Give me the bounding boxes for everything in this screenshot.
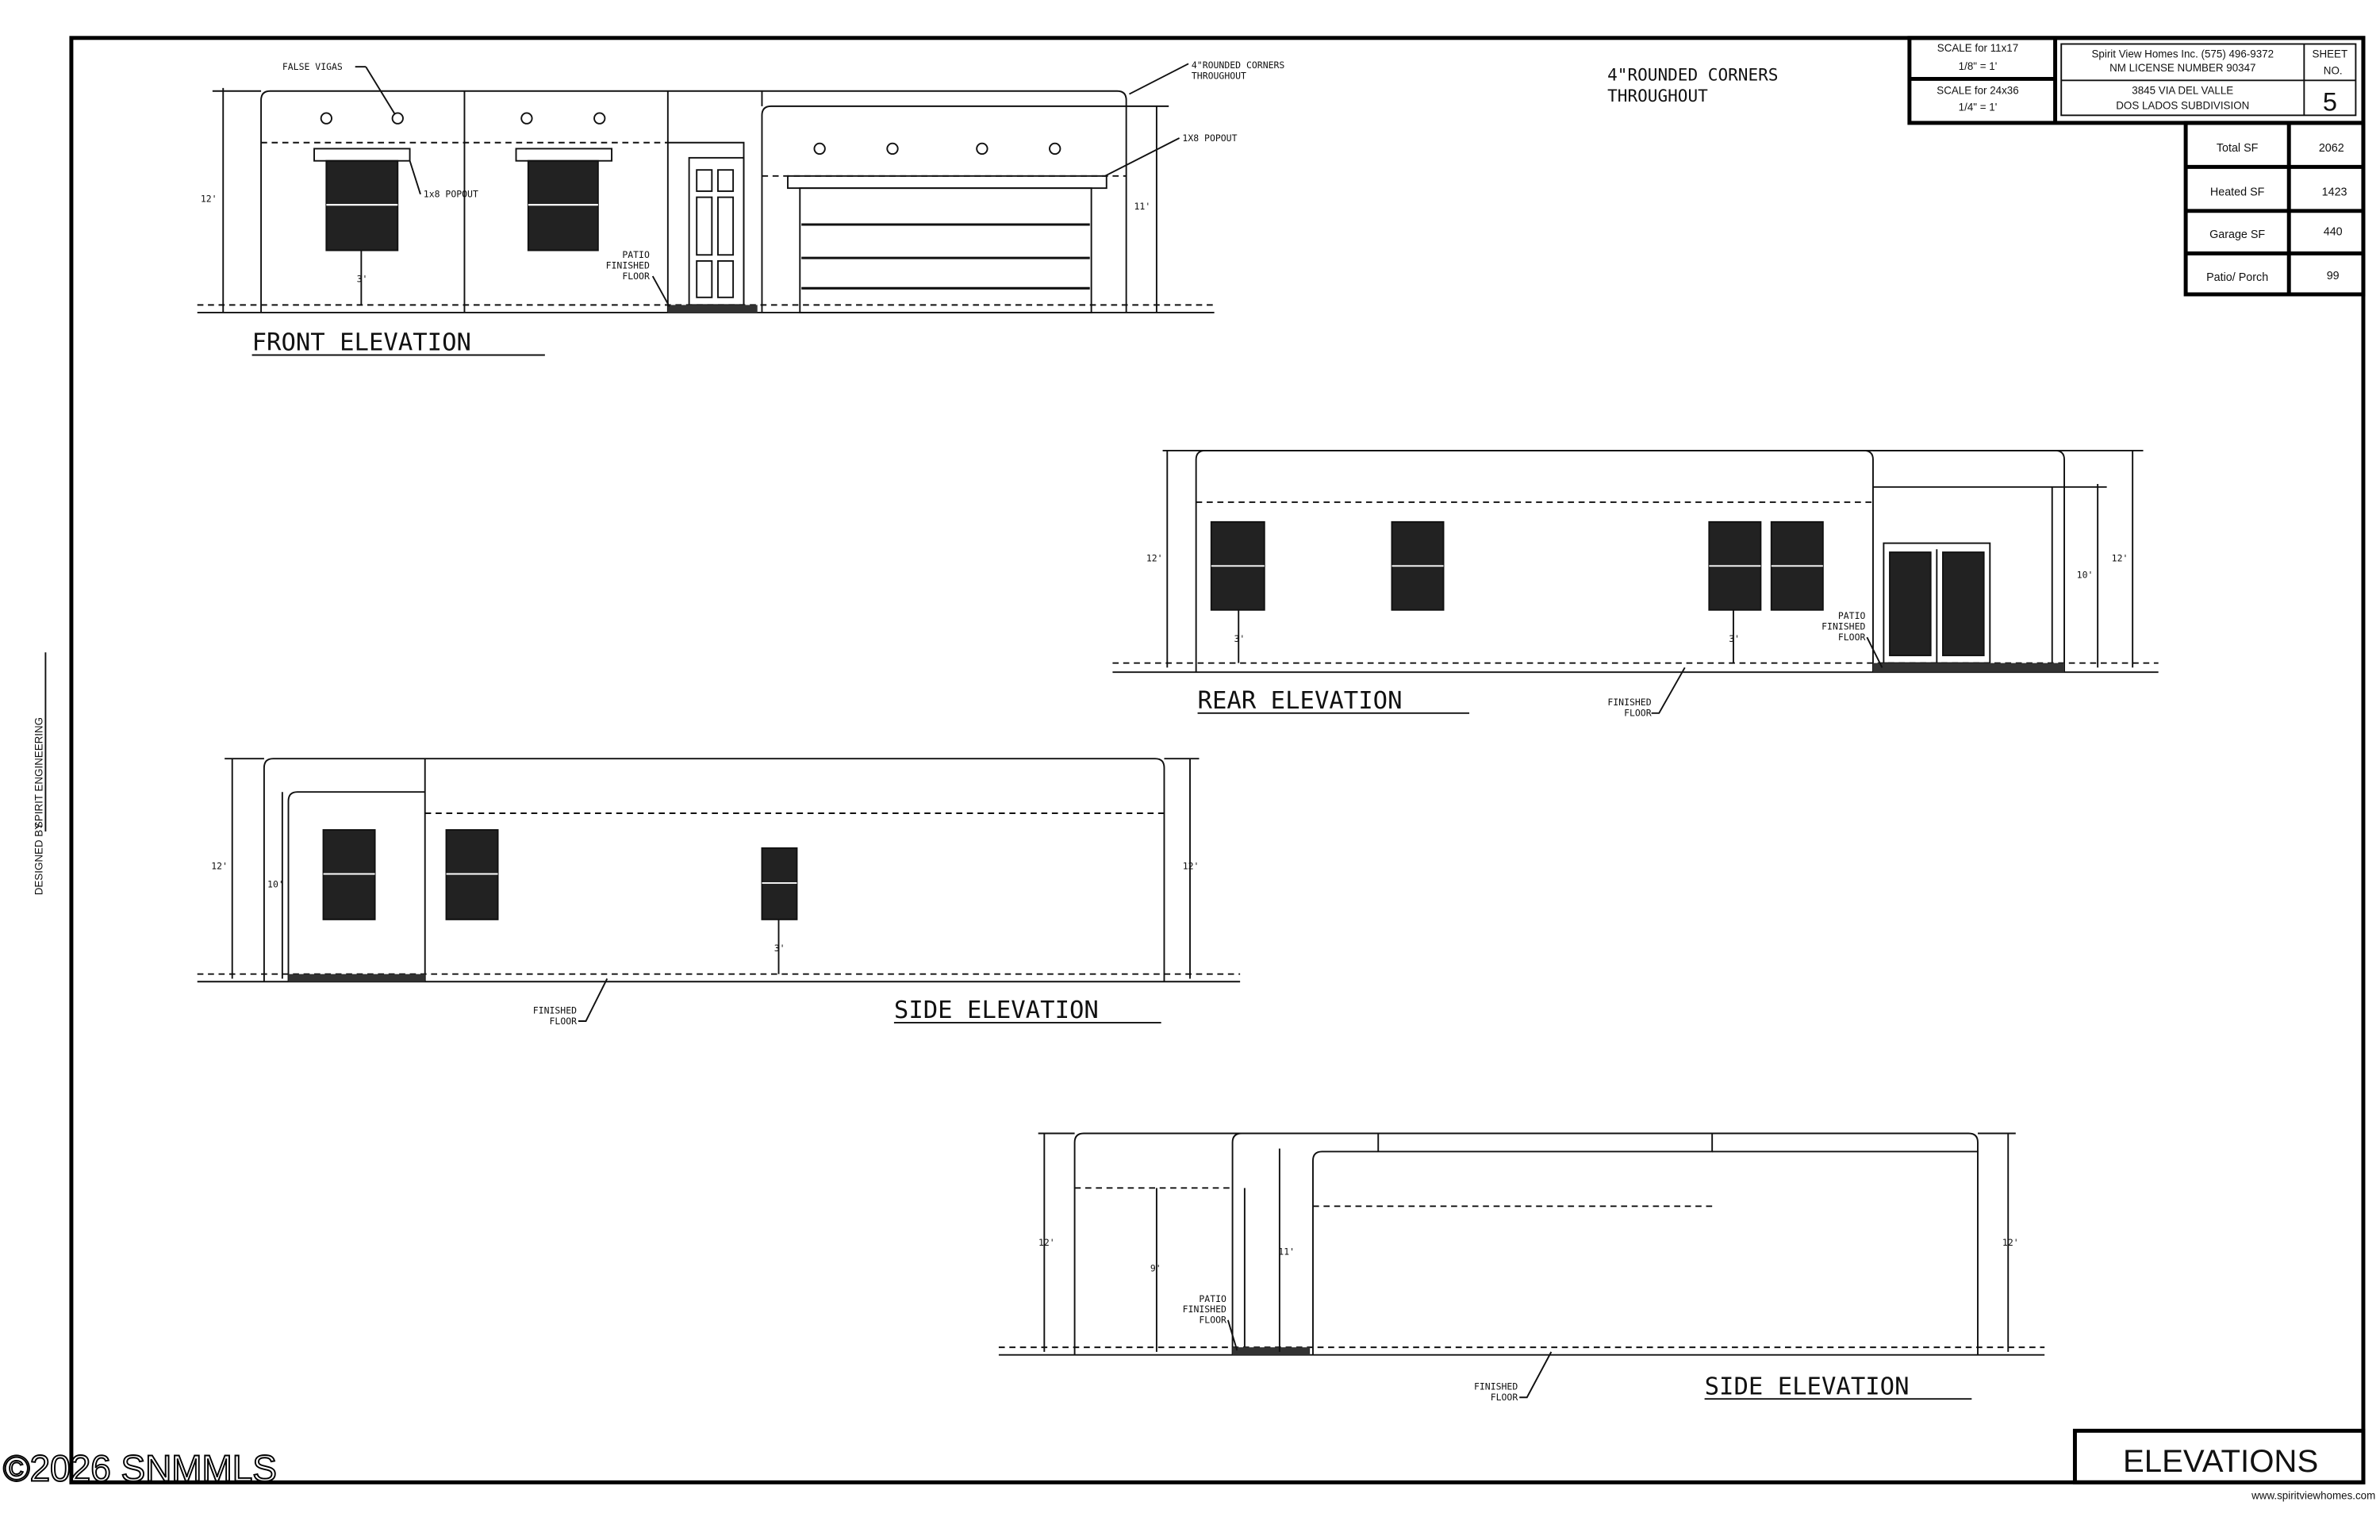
- license-number: NM LICENSE NUMBER 90347: [2109, 62, 2255, 74]
- area-label: Patio/ Porch: [2206, 271, 2268, 284]
- area-value: 1423: [2322, 186, 2347, 199]
- dim-inner: 10': [267, 879, 284, 890]
- area-label: Total SF: [2217, 142, 2259, 155]
- side-elevation-1: 12' 10' 12' 3' FINISHED FLOOR SIDE ELEVA…: [197, 758, 1241, 1027]
- scale-24x36-value: 1/4" = 1': [1959, 102, 1998, 113]
- dim-garage-height: 11': [1134, 201, 1151, 212]
- company-name: Spirit View Homes Inc. (575) 496-9372: [2092, 48, 2274, 60]
- false-vigas: [320, 112, 1061, 156]
- area-label: Garage SF: [2209, 229, 2265, 241]
- dim-sill: 3': [357, 274, 368, 285]
- area-value: 440: [2324, 225, 2343, 238]
- title-block: SCALE for 11x17 1/8" = 1' SCALE for 24x3…: [1907, 36, 2366, 125]
- dim-sill: 3': [774, 943, 785, 954]
- area-value: 99: [2327, 270, 2340, 282]
- finished-floor-label-2: FLOOR: [1624, 708, 1652, 719]
- area-row-heated: Heated SF 1423: [2210, 186, 2347, 199]
- rounded-corners-label: 4"ROUNDED CORNERS: [1192, 60, 1285, 71]
- dim-left: 12': [211, 861, 228, 872]
- general-note-line-1: 4"ROUNDED CORNERS: [1607, 64, 1778, 84]
- dim-right: 12': [2112, 553, 2129, 564]
- finished-floor-label-2: FLOOR: [1491, 1392, 1518, 1403]
- garage-popout-label: 1X8 POPOUT: [1182, 132, 1237, 144]
- general-note-line-2: THROUGHOUT: [1607, 86, 1708, 106]
- area-value: 2062: [2319, 142, 2344, 155]
- address-line-2: DOS LADOS SUBDIVISION: [2116, 100, 2249, 112]
- finished-floor-label-2: FLOOR: [550, 1016, 578, 1027]
- dim-height: 12': [201, 193, 217, 204]
- area-row-patio: Patio/ Porch 99: [2206, 270, 2340, 284]
- sheet-border: [69, 36, 2366, 1484]
- side-elevation-2: 12' 9' 11' 12' PATIO FINISHED FLOOR FINI…: [998, 1132, 2045, 1403]
- finished-floor-label-1: FINISHED: [533, 1004, 577, 1016]
- dim-right: 12': [2002, 1237, 2019, 1248]
- area-table: Total SF 2062 Heated SF 1423 Garage SF 4…: [2183, 121, 2366, 297]
- scale-11x17-label: SCALE for 11x17: [1937, 42, 2018, 54]
- window-popout-label: 1x8 POPOUT: [424, 189, 478, 200]
- false-vigas-label: FALSE VIGAS: [282, 61, 343, 72]
- rear-elevation-title: REAR ELEVATION: [1198, 687, 1403, 715]
- patio-label-1: PATIO: [1838, 610, 1866, 621]
- side-elevation-title: SIDE ELEVATION: [1705, 1373, 1910, 1400]
- scale-11x17-value: 1/8" = 1': [1959, 60, 1998, 72]
- garage-door: [787, 175, 1107, 313]
- designed-by: DESIGNED BY SPIRIT ENGINEERING: [33, 652, 47, 895]
- rear-windows: [1210, 520, 1824, 611]
- finished-floor-hatch: [288, 974, 425, 982]
- patio-label-1: PATIO: [622, 249, 650, 260]
- dim-sill: 3': [1729, 633, 1740, 644]
- patio-label-2: FINISHED: [606, 259, 650, 271]
- scale-24x36-label: SCALE for 24x36: [1937, 85, 2018, 97]
- patio-label-2: FINISHED: [1183, 1304, 1226, 1315]
- finished-floor-label-1: FINISHED: [1474, 1381, 1518, 1392]
- area-label: Heated SF: [2210, 186, 2265, 199]
- patio-label-3: FLOOR: [622, 271, 650, 282]
- front-elevation: 12' 11' 3' FALSE VIGAS 4"ROUNDED CORNERS…: [197, 60, 1285, 357]
- address-line-1: 3845 VIA DEL VALLE: [2132, 85, 2233, 97]
- patio-finished-floor: [1872, 662, 2065, 673]
- dim-11: 11': [1278, 1246, 1295, 1257]
- area-row-garage: Garage SF 440: [2209, 225, 2343, 241]
- area-row-total: Total SF 2062: [2217, 142, 2344, 155]
- dim-right: 12': [1183, 861, 1200, 872]
- dim-9: 9': [1150, 1263, 1161, 1274]
- patio-label-3: FLOOR: [1199, 1315, 1226, 1326]
- patio-label-2: FINISHED: [1821, 621, 1865, 632]
- patio-label-3: FLOOR: [1838, 632, 1866, 643]
- sheet-title-box: ELEVATIONS: [2072, 1428, 2366, 1484]
- dim-left: 12': [1038, 1237, 1055, 1248]
- front-door: [688, 156, 745, 306]
- patio-finished-floor: [667, 305, 758, 313]
- dim-sill: 3': [1234, 633, 1245, 644]
- side-elevation-title: SIDE ELEVATION: [894, 997, 1099, 1024]
- sheet-title: ELEVATIONS: [2123, 1443, 2318, 1479]
- sheet-number: 5: [2323, 88, 2337, 117]
- sheet-label: SHEET: [2313, 48, 2348, 60]
- finished-floor-label-1: FINISHED: [1607, 697, 1651, 708]
- front-window-1: [313, 148, 411, 252]
- dim-right-inner: 10': [2077, 570, 2094, 581]
- rounded-corners-label-2: THROUGHOUT: [1192, 70, 1246, 81]
- sheet-no-label: NO.: [2324, 65, 2343, 77]
- designer-name: SPIRIT ENGINEERING: [33, 717, 45, 828]
- dim-left: 12': [1146, 553, 1163, 564]
- patio-finished-floor: [1232, 1347, 1311, 1355]
- copyright-watermark: ©2026 SNMMLS: [3, 1447, 277, 1488]
- website-url[interactable]: www.spiritviewhomes.com: [2251, 1489, 2375, 1501]
- designed-by-label: DESIGNED BY: [33, 823, 45, 895]
- front-window-2: [515, 148, 613, 252]
- patio-label-1: PATIO: [1199, 1293, 1226, 1304]
- rear-elevation: 12' 10' 12' 3' 3' PATIO FINISHED FLOOR F…: [1112, 450, 2159, 719]
- rear-french-door: [1883, 542, 1991, 664]
- front-elevation-title: FRONT ELEVATION: [252, 329, 471, 357]
